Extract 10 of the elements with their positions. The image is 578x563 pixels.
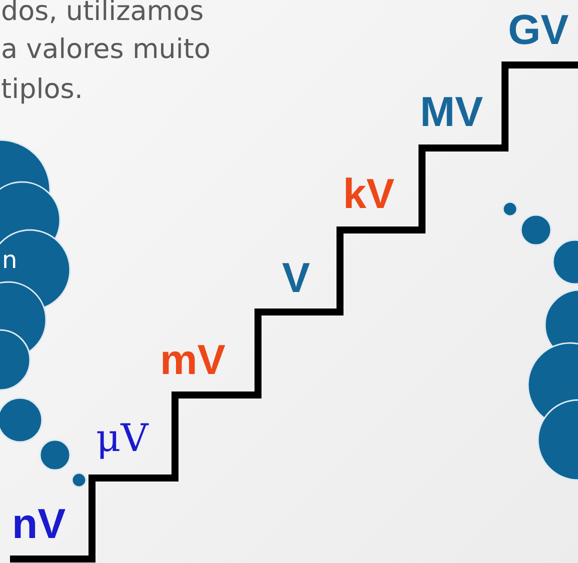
- cloud-text: n: [2, 246, 18, 274]
- text-line: tiplos.: [1, 74, 83, 105]
- text-line: a valores muito: [1, 34, 210, 65]
- unit-label: V: [282, 254, 310, 302]
- unit-label: mV: [160, 336, 226, 384]
- unit-label: kV: [343, 170, 394, 218]
- unit-label: GV: [508, 6, 569, 54]
- unit-label: μV: [96, 416, 148, 460]
- unit-label: nV: [12, 500, 66, 548]
- unit-label: MV: [420, 88, 483, 136]
